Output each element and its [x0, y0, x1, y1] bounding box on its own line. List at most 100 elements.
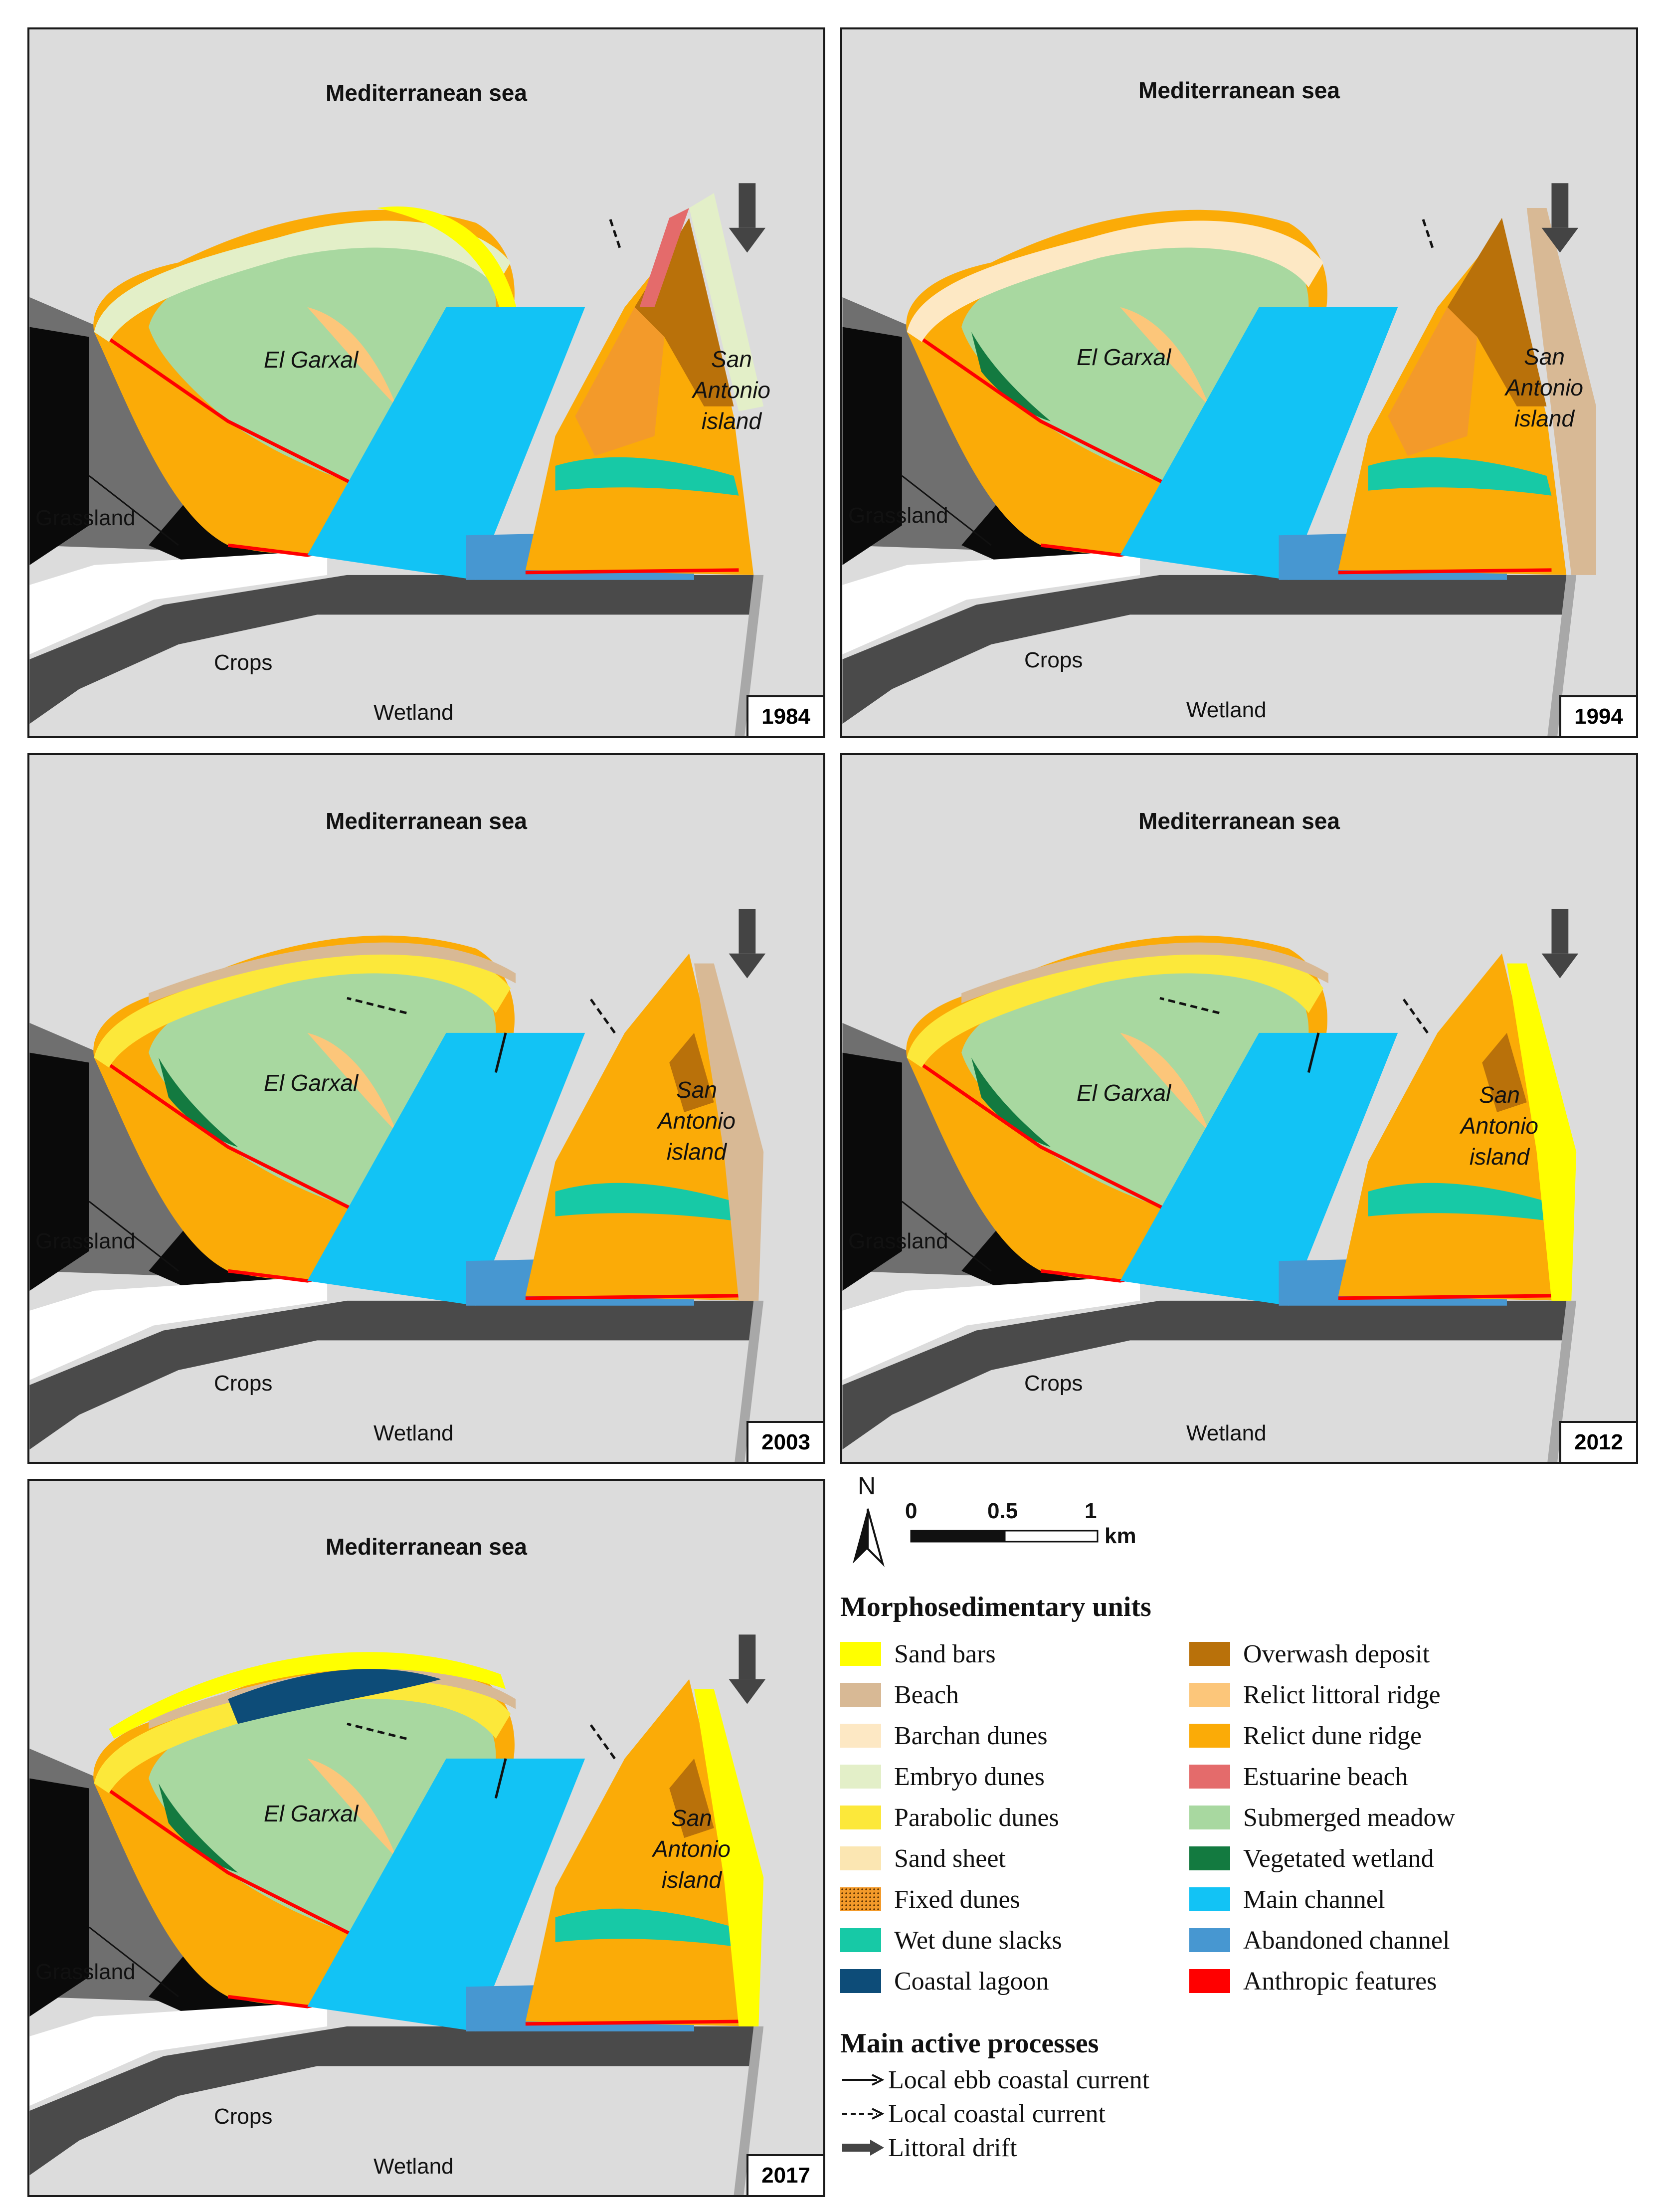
crops-area: [29, 2026, 754, 2176]
legend-swatch: [1189, 1806, 1230, 1829]
vegetated-wetland: [159, 1783, 238, 1873]
road-line: [88, 475, 179, 546]
legend-swatch: [1189, 1724, 1230, 1748]
crops-area: [29, 1300, 754, 1450]
legend-item: Beach: [840, 1679, 959, 1710]
overwash-deposit: [669, 1032, 714, 1112]
road-line: [88, 1926, 179, 1998]
el-garxal-label: El Garxal: [1077, 344, 1171, 370]
local-ebb-coastal-current: [494, 1032, 507, 1073]
legend-item: Submerged meadow: [1189, 1802, 1455, 1833]
sea-label: Mediterranean sea: [1138, 808, 1340, 834]
legend-swatch: [1189, 1765, 1230, 1789]
crops-label: Crops: [214, 2104, 273, 2129]
legend-item: Parabolic dunes: [840, 1802, 1059, 1833]
road-area: [842, 550, 1140, 654]
legend-item: Wet dune slacks: [840, 1925, 1062, 1956]
process-label: Local ebb coastal current: [888, 2065, 1150, 2094]
littoral-drift-shaft: [739, 909, 756, 954]
legend-label: Beach: [894, 1680, 959, 1709]
urban-area-west: [29, 327, 89, 565]
grassland-label: Grassland: [35, 506, 136, 530]
crops-area: [29, 575, 754, 724]
legend-label: Wet dune slacks: [894, 1926, 1062, 1955]
overwash-deposit: [634, 217, 734, 406]
road-area: [29, 550, 328, 654]
wetland-label: Wetland: [1186, 1421, 1267, 1445]
dune-fringe: [94, 946, 511, 1068]
map-2017: [29, 1481, 823, 2195]
legend-swatch: [840, 1887, 881, 1911]
road-area: [29, 1276, 328, 1380]
legend-swatch: [1189, 1642, 1230, 1666]
beach: [1526, 207, 1596, 575]
legend-swatch: [840, 1969, 881, 1993]
anthropic-line: [525, 2019, 739, 2026]
legend-item: Vegetated wetland: [1189, 1843, 1434, 1874]
crops-area: [842, 575, 1567, 724]
legend-swatch: [840, 1683, 881, 1707]
legend-item: Main channel: [1189, 1884, 1385, 1915]
road-line: [901, 1201, 992, 1272]
littoral-drift-icon: [842, 2140, 884, 2156]
process-item: Local coastal current: [840, 2099, 1106, 2129]
dune-fringe: [94, 220, 511, 342]
road-line: [901, 475, 992, 546]
coastal-strip: [735, 575, 764, 736]
wetland-label: Wetland: [1186, 698, 1267, 722]
legend-label: Main channel: [1243, 1885, 1385, 1914]
scale-bar: [910, 1530, 1099, 1543]
crops-label: Crops: [214, 1371, 273, 1396]
road-area: [842, 1276, 1140, 1380]
legend-label: Abandoned channel: [1243, 1926, 1450, 1955]
legend-item: Sand bars: [840, 1638, 996, 1669]
dune-fringe: [907, 946, 1324, 1068]
units-title: Morphosedimentary units: [840, 1592, 1151, 1622]
main-channel: [307, 1758, 585, 2031]
fixed-dunes: [575, 307, 665, 456]
sea-label: Mediterranean sea: [326, 80, 527, 106]
island-beach: [694, 1689, 764, 2026]
estuarine-beach: [639, 207, 690, 307]
legend-swatch: [1189, 1683, 1230, 1707]
wetland-label: Wetland: [373, 2154, 454, 2179]
littoral-drift-icon: [729, 227, 766, 253]
urban-area-west: [29, 1778, 89, 2016]
wetland-label: Wetland: [373, 1421, 454, 1445]
littoral-drift-icon: [729, 953, 766, 979]
legend-swatch: [840, 1928, 881, 1952]
legend-item: Relict littoral ridge: [1189, 1679, 1441, 1710]
local-ebb-coastal-current: [1307, 1032, 1320, 1073]
legend-label: Estuarine beach: [1243, 1762, 1408, 1791]
anthropic-line: [1338, 568, 1552, 575]
anthropic-line: [1338, 1294, 1552, 1300]
legend-swatch: [840, 1724, 881, 1748]
legend-swatch: [1189, 1928, 1230, 1952]
legend-label: Overwash deposit: [1243, 1639, 1430, 1668]
urban-area-west: [842, 327, 902, 565]
legend-item: Barchan dunes: [840, 1720, 1048, 1751]
fixed-dunes: [1388, 307, 1478, 456]
process-item: Littoral drift: [840, 2133, 1017, 2163]
local-coastal-current: [608, 217, 621, 248]
local-coastal-current: [347, 1722, 407, 1740]
anthropic-line: [98, 1056, 378, 1223]
dashed-arrow-icon: [842, 2108, 885, 2120]
legend-item: Abandoned channel: [1189, 1925, 1450, 1956]
legend-item: Fixed dunes: [840, 1884, 1020, 1915]
legend-label: Coastal lagoon: [894, 1967, 1049, 1996]
urban-area-west: [842, 1052, 902, 1291]
overwash-deposit: [669, 1758, 714, 1838]
legend-swatch: [840, 1806, 881, 1829]
el-garxal-label: El Garxal: [1077, 1080, 1171, 1106]
vegetated-wetland: [971, 332, 1051, 421]
vegetated-wetland: [971, 1057, 1051, 1147]
legend-item: Coastal lagoon: [840, 1966, 1049, 1997]
